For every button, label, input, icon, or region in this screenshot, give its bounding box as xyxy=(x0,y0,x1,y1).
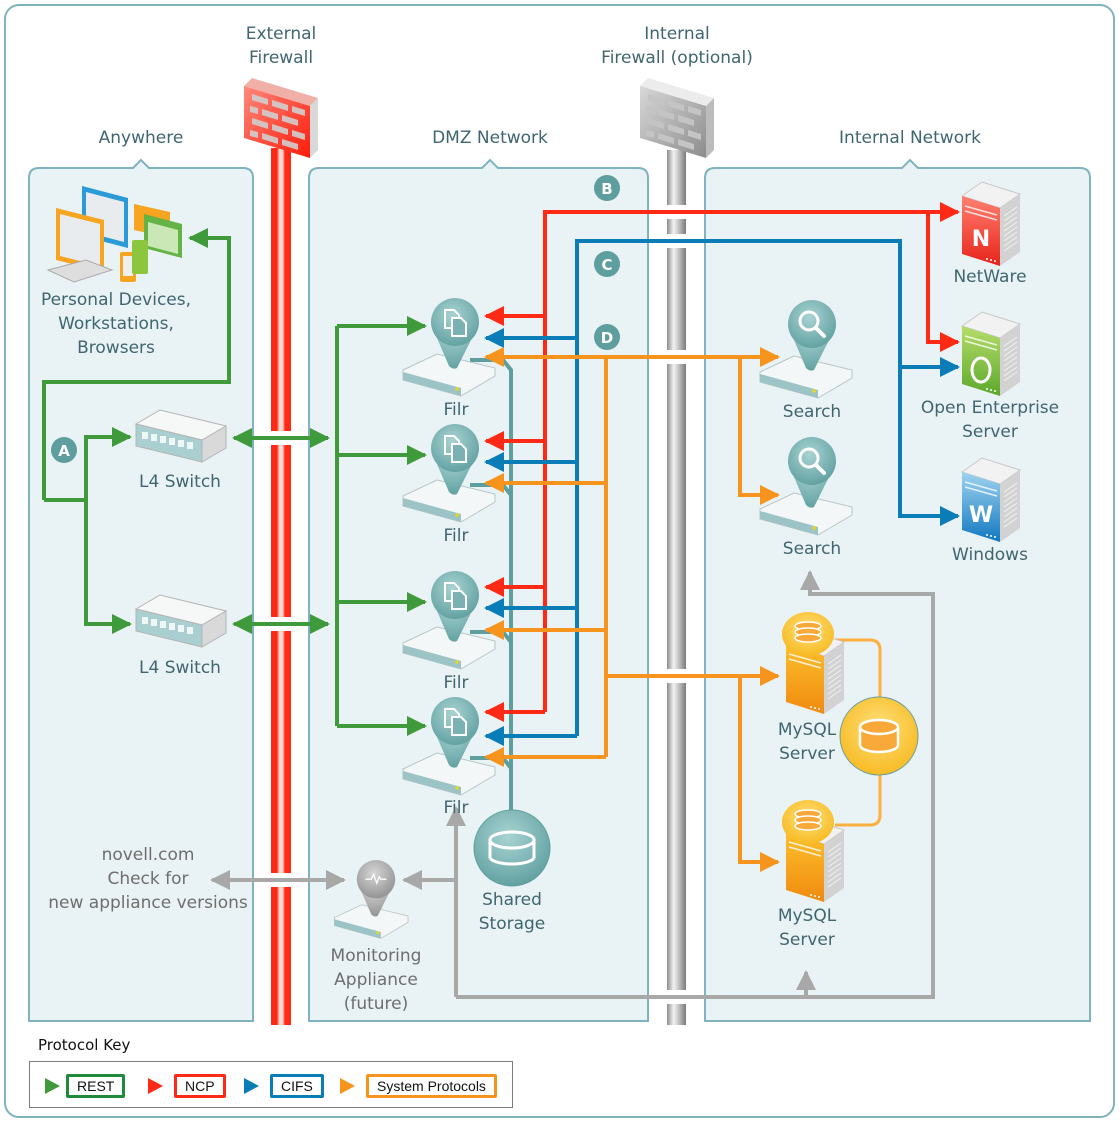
filr-1-label: Filr xyxy=(443,400,469,420)
filr-4-label: Filr xyxy=(443,798,469,818)
mysql-1-label: MySQL Server xyxy=(777,720,837,764)
filr-appliance-4[interactable] xyxy=(402,697,496,796)
key-label-cifs: CIFS xyxy=(270,1074,324,1098)
oes-label: Open Enterprise Server xyxy=(920,398,1060,442)
filr-appliance-1[interactable] xyxy=(402,298,496,397)
external-firewall-icon xyxy=(244,78,318,158)
marker-letter: D xyxy=(601,329,613,347)
marker-b: B xyxy=(594,175,620,201)
ncp-flow-oes xyxy=(926,212,960,352)
netware-label: NetWare xyxy=(953,267,1027,287)
l4-switch-1-label: L4 Switch xyxy=(139,472,221,492)
filr-appliance-2[interactable] xyxy=(402,424,496,523)
search-appliance-1[interactable] xyxy=(759,300,853,399)
devices-label: Personal Devices, Workstations, Browsers xyxy=(40,290,192,358)
marker-d: D xyxy=(594,324,620,350)
ncp-flow-netware xyxy=(543,202,960,712)
marker-a: A xyxy=(51,437,77,463)
protocol-key: REST NCP CIFS System Protocols xyxy=(29,1061,513,1108)
key-item-ncp: NCP xyxy=(148,1074,226,1098)
cifs-flow-windows xyxy=(575,239,960,736)
key-item-rest: REST xyxy=(45,1074,126,1098)
monitoring-appliance-label: Monitoring Appliance (future) xyxy=(330,946,422,1014)
personal-devices-icon[interactable] xyxy=(46,186,182,283)
l4-switch-1[interactable] xyxy=(134,409,228,463)
zone-anywhere xyxy=(28,158,254,1022)
internal-firewall-pipe xyxy=(667,150,686,1025)
mysql-replicated-database[interactable] xyxy=(839,696,919,776)
magnifier-icon xyxy=(798,310,820,332)
netware-logo-icon: N xyxy=(972,227,990,252)
windows-server[interactable]: W xyxy=(960,457,1022,542)
marker-c: C xyxy=(594,251,620,277)
key-label-system: System Protocols xyxy=(366,1074,497,1098)
monitor-flow-search xyxy=(456,570,935,999)
oes-logo-icon xyxy=(970,356,992,384)
external-firewall-pipe xyxy=(271,148,291,1025)
marker-letter: B xyxy=(601,180,612,198)
key-label-rest: REST xyxy=(66,1074,126,1098)
filr-2-label: Filr xyxy=(443,526,469,546)
l4-switch-2-label: L4 Switch xyxy=(139,658,221,678)
filr-3-label: Filr xyxy=(443,673,469,693)
database-icon xyxy=(488,840,536,866)
windows-label: Windows xyxy=(952,545,1028,565)
mysql-replication-link xyxy=(835,638,882,827)
magnifier-icon xyxy=(798,447,820,469)
system-flow-mysql-2 xyxy=(738,676,780,872)
zone-internal xyxy=(704,158,1091,1022)
shared-storage-label: Shared Storage xyxy=(478,890,546,934)
rest-flow-switch-2 xyxy=(84,500,132,634)
cifs-arrow-icon xyxy=(244,1078,259,1094)
filr-appliance-3[interactable] xyxy=(402,571,496,670)
shared-storage[interactable] xyxy=(473,809,551,887)
search-2-label: Search xyxy=(782,539,842,559)
rest-arrow-icon xyxy=(45,1078,60,1094)
search-appliance-2[interactable] xyxy=(759,437,853,536)
rest-flow-devices xyxy=(42,228,231,500)
search-1-label: Search xyxy=(782,402,842,422)
marker-letter: A xyxy=(58,442,70,460)
key-item-cifs: CIFS xyxy=(244,1074,324,1098)
external-firewall-label: External Firewall xyxy=(245,24,317,68)
internal-firewall-label: Internal Firewall (optional) xyxy=(601,24,753,68)
open-enterprise-server[interactable] xyxy=(960,311,1022,396)
l4-switch-2[interactable] xyxy=(134,594,228,648)
windows-logo-icon: W xyxy=(969,503,993,528)
ncp-arrow-icon xyxy=(148,1078,163,1094)
system-arrow-icon xyxy=(340,1078,355,1094)
internal-firewall-icon xyxy=(640,78,714,158)
key-item-system: System Protocols xyxy=(340,1074,497,1098)
netware-server[interactable]: N xyxy=(960,181,1022,266)
zone-anywhere-label: Anywhere xyxy=(98,128,184,148)
zone-dmz-label: DMZ Network xyxy=(432,128,548,148)
protocol-key-title: Protocol Key xyxy=(38,1036,131,1054)
monitoring-appliance[interactable] xyxy=(333,860,409,939)
system-flow-search-2 xyxy=(738,357,780,505)
mysql-2-label: MySQL Server xyxy=(777,906,837,950)
key-label-ncp: NCP xyxy=(174,1074,226,1098)
rest-flow-switch-1 xyxy=(44,427,132,502)
mysql-server-1[interactable] xyxy=(782,612,846,714)
zone-internal-label: Internal Network xyxy=(839,128,981,148)
heartbeat-icon xyxy=(365,872,387,886)
marker-letter: C xyxy=(601,256,612,274)
novell-check-label: novell.com Check for new appliance versi… xyxy=(48,845,248,913)
mysql-server-2[interactable] xyxy=(782,800,846,902)
